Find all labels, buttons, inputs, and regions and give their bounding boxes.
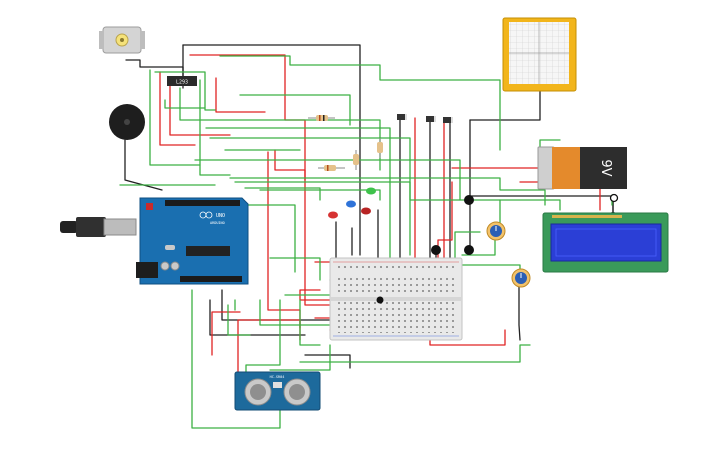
dc-motor-icon[interactable]	[99, 26, 145, 54]
diode[interactable]	[443, 117, 453, 123]
battery-9v[interactable]: 9V	[537, 146, 627, 190]
pushbutton-icon[interactable]	[431, 245, 441, 255]
wires	[119, 44, 614, 429]
terminal-probe[interactable]	[609, 193, 619, 203]
oscilloscope-icon[interactable]	[502, 17, 577, 92]
piezo-buzzer-icon[interactable]	[109, 104, 145, 140]
led-red[interactable]	[361, 207, 371, 215]
resistor[interactable]	[377, 138, 383, 158]
breadboard[interactable]	[329, 257, 463, 341]
led-green[interactable]	[366, 187, 376, 195]
led-red[interactable]	[328, 211, 338, 219]
pushbutton-icon[interactable]	[464, 195, 474, 205]
pushbutton-icon[interactable]	[376, 296, 384, 304]
ic-label: L293	[176, 80, 188, 86]
potentiometer-icon[interactable]	[486, 221, 506, 241]
resistor[interactable]	[353, 150, 359, 170]
resistor[interactable]	[308, 115, 335, 121]
resistor[interactable]	[318, 165, 345, 171]
arduino-brand: UNO	[216, 213, 225, 219]
diode[interactable]	[397, 114, 407, 120]
lcd-display[interactable]	[542, 212, 669, 273]
sonar-label: HC-SR04	[270, 375, 285, 379]
led-blue[interactable]	[346, 200, 356, 208]
pushbutton-icon[interactable]	[464, 245, 474, 255]
ultrasonic-sensor[interactable]: HC-SR04	[234, 371, 321, 411]
arduino-uno-board[interactable]: UNO ARDUINO	[60, 197, 249, 285]
battery-label: 9V	[598, 159, 613, 176]
motor-driver-ic[interactable]: L293	[167, 76, 197, 86]
arduino-subbrand: ARDUINO	[210, 221, 225, 225]
potentiometer-icon[interactable]	[511, 268, 531, 288]
diode[interactable]	[426, 116, 436, 122]
